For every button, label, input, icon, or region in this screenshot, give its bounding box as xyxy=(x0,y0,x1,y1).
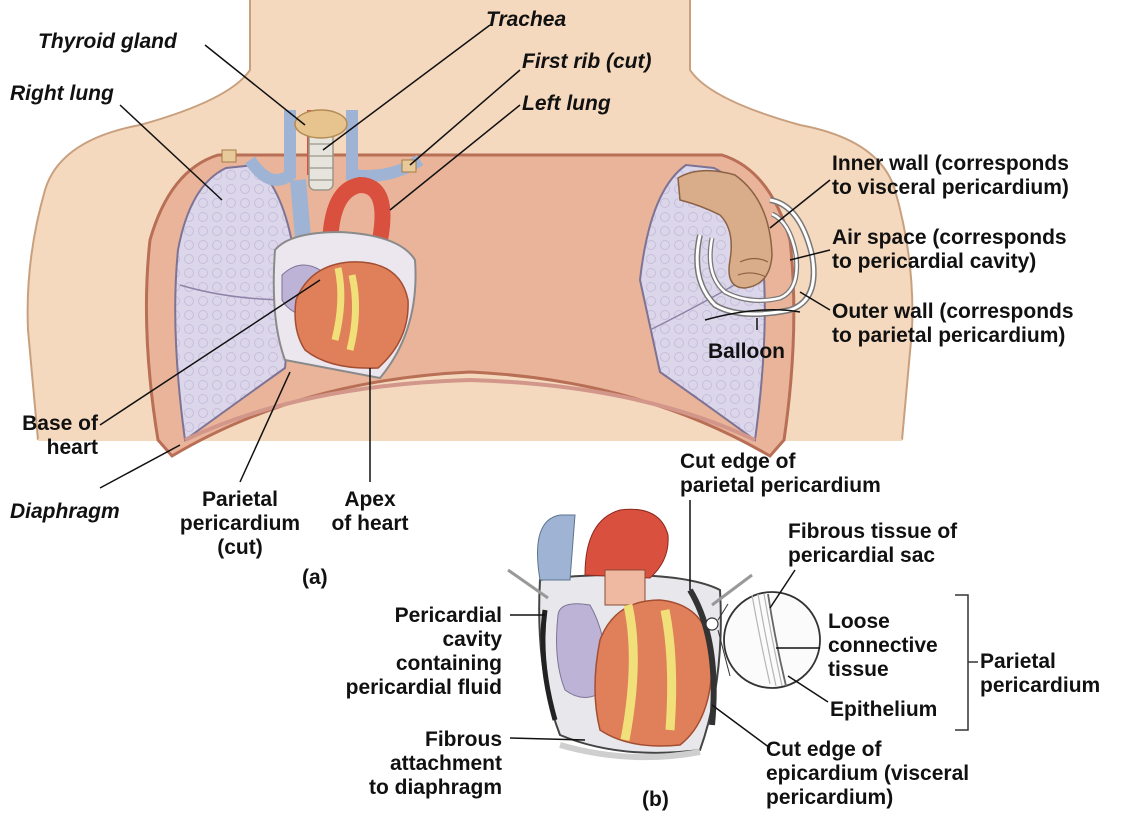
heart-a xyxy=(274,232,416,378)
label-cut-edge-parietal: Cut edge of parietal pericardium xyxy=(680,450,881,498)
label-epithelium: Epithelium xyxy=(830,698,937,722)
label-inner-wall: Inner wall (corresponds to visceral peri… xyxy=(832,152,1069,200)
label-diaphragm: Diaphragm xyxy=(10,500,120,524)
label-right-lung: Right lung xyxy=(10,82,114,106)
panel-b-label: (b) xyxy=(642,788,669,812)
panel-a-label: (a) xyxy=(302,566,328,590)
label-air-space: Air space (corresponds to pericardial ca… xyxy=(832,226,1067,274)
label-thyroid-gland: Thyroid gland xyxy=(38,30,177,54)
label-parietal-pericardium: Parietal pericardium xyxy=(980,650,1100,698)
label-loose-connective-tissue: Loose connective tissue xyxy=(828,610,938,682)
label-left-lung: Left lung xyxy=(522,92,611,116)
label-fibrous-tissue: Fibrous tissue of pericardial sac xyxy=(788,520,957,568)
label-base-of-heart: Base of heart xyxy=(0,412,98,460)
label-first-rib: First rib (cut) xyxy=(522,50,652,74)
tissue-magnifier xyxy=(706,592,820,688)
heart-b xyxy=(508,509,752,757)
parietal-bracket xyxy=(955,595,978,730)
label-outer-wall: Outer wall (corresponds to parietal peri… xyxy=(832,300,1074,348)
label-balloon: Balloon xyxy=(708,340,785,364)
label-pericardial-cavity: Pericardial cavity containing pericardia… xyxy=(300,604,502,700)
first-rib-right xyxy=(222,150,236,162)
label-cut-edge-epicardium: Cut edge of epicardium (visceral pericar… xyxy=(766,738,969,810)
label-parietal-pericardium-cut: Parietal pericardium (cut) xyxy=(170,488,310,560)
label-apex-of-heart: Apex of heart xyxy=(320,488,420,536)
label-trachea: Trachea xyxy=(486,8,566,32)
label-fibrous-attachment: Fibrous attachment to diaphragm xyxy=(300,728,502,800)
